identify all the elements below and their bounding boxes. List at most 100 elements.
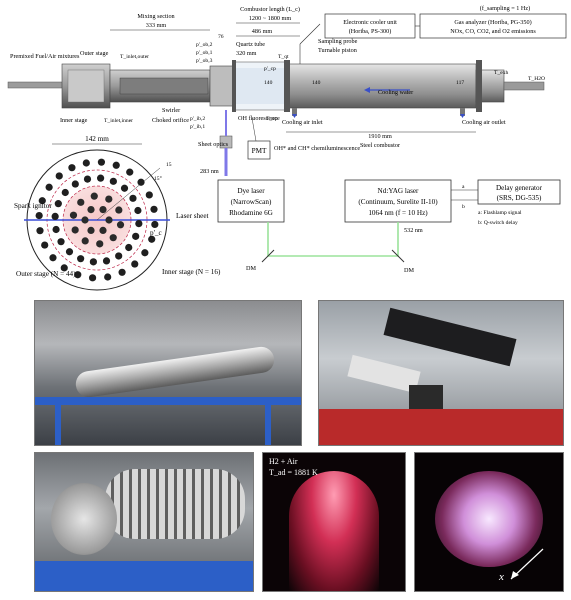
- outer-nozzle: [132, 232, 140, 240]
- air-outlet-port: [460, 108, 465, 116]
- outer-nozzle: [102, 257, 111, 265]
- rig-tube: [74, 345, 276, 399]
- outer-stage-label: Outer stage: [80, 50, 109, 57]
- p-is1-label: p'_ib,1: [190, 124, 205, 130]
- combustor-assembly: [7, 23, 545, 118]
- outer-nozzle: [60, 264, 68, 272]
- ndyag-laser-box: [344, 179, 452, 223]
- photo-injector: [34, 452, 254, 592]
- dm-right-mirror: [391, 249, 405, 263]
- inner-nozzle: [87, 206, 95, 214]
- green-beam: [267, 222, 399, 257]
- laser-controller: [409, 385, 443, 413]
- outer-nozzle: [88, 274, 97, 282]
- gas-analyzer-label: Gas analyzer (Horiba, PG-350): [454, 19, 531, 26]
- outer-nozzle: [104, 273, 112, 281]
- dim-283: 283 nm: [200, 168, 219, 175]
- swirler-block: [209, 65, 235, 107]
- outer-nozzle: [65, 248, 74, 256]
- flame-front-glow: [435, 471, 543, 567]
- dm-left-label: DM: [246, 265, 256, 272]
- dye-laser-dye: Rhodamine 6G: [229, 209, 273, 217]
- laser-sheet-label: Laser sheet: [176, 212, 209, 220]
- inner-nozzle: [109, 234, 117, 242]
- inner-nozzle: [116, 221, 125, 229]
- delay-generator-box: [477, 179, 561, 205]
- inner-nozzle: [105, 216, 113, 224]
- electronic-cooler-label: Electronic cooler unit: [343, 19, 397, 26]
- choked-orifice-label: Choked orifice: [152, 117, 189, 124]
- turnable-piston-label: Turnable piston: [318, 47, 357, 54]
- photo-laser-system: [318, 300, 564, 446]
- outer-nozzle: [89, 258, 97, 266]
- cooling-water-label: Cooling water: [378, 89, 413, 96]
- pmt-label: PMT: [252, 147, 267, 155]
- num-140b: 140: [312, 80, 321, 86]
- ndyag-model: (Continuum, Surelite II-10): [358, 198, 438, 206]
- dm-right-label: DM: [404, 267, 414, 274]
- outer-nozzle: [115, 252, 123, 260]
- outer-nozzle: [109, 177, 117, 185]
- quartz-tube-length: 320 mm: [236, 50, 257, 57]
- diameter-label: 142 mm: [85, 135, 109, 143]
- cooling-water-arrowhead: [364, 87, 370, 93]
- optics-assembly: [219, 110, 271, 176]
- outer-nozzle: [120, 184, 129, 192]
- p-os1-label: p'_ob,1: [196, 50, 213, 56]
- t-h2o-label: T_H2O: [528, 76, 545, 82]
- sampling-probe-connector: [299, 23, 321, 45]
- t-qt-label: T_qt: [278, 54, 289, 60]
- outer-nozzle: [134, 206, 142, 215]
- dim-76: 76: [218, 34, 224, 40]
- delay-b-legend: b: Q-switch delay: [478, 220, 518, 226]
- outer-nozzle: [35, 211, 43, 220]
- quartz-tube-label: Quartz tube: [236, 41, 265, 48]
- delay-generator-model: (SRS, DG-535): [497, 194, 542, 202]
- flame-glow: [289, 471, 379, 591]
- spark-ignitor-label: Spark ignitor: [14, 202, 52, 210]
- flange-1: [284, 60, 290, 112]
- steel-combustor-label: Steel combustor: [360, 142, 400, 149]
- outer-nozzle: [97, 158, 106, 166]
- nozzle-group: [35, 158, 159, 282]
- rig-table: [55, 405, 61, 445]
- oh-fluorescence-label: OH fluorescence: [238, 115, 280, 122]
- p-c-label: p'_c: [150, 229, 162, 237]
- inner-stage-label: Inner stage: [60, 117, 88, 124]
- outer-nozzle: [135, 220, 143, 228]
- inner-nozzle: [90, 192, 98, 200]
- air-outlet-arrow: [460, 114, 465, 118]
- outer-nozzle: [129, 194, 137, 202]
- inner-nozzle: [96, 240, 104, 248]
- outer-nozzle: [83, 175, 92, 183]
- outer-nozzle: [38, 197, 46, 205]
- flange-2: [476, 60, 482, 112]
- t-cp-label: T_cp: [266, 116, 278, 122]
- inner-nozzle: [99, 226, 107, 234]
- outer-nozzle: [126, 168, 134, 176]
- pmt-link: [251, 117, 257, 142]
- dim-532: 532 nm: [404, 227, 423, 234]
- sampling-probe-label: Sampling probe: [318, 38, 358, 45]
- inner-nozzle: [69, 211, 78, 219]
- electronic-cooler-model: (Horiba, PS-300): [349, 28, 392, 35]
- axis-x-label: x: [499, 571, 504, 583]
- outer-nozzle: [77, 255, 85, 263]
- outer-nozzle: [125, 243, 133, 252]
- mixing-core: [119, 77, 209, 95]
- outer-nozzle: [54, 200, 62, 208]
- t-inlet-outer-label: T_inlet,outer: [120, 54, 149, 60]
- t-exh-label: T_exh: [494, 70, 508, 76]
- inner-nozzle: [71, 226, 79, 234]
- dye-laser-title: Dye laser: [237, 187, 265, 195]
- sheet-optics-label: Sheet optics: [198, 141, 229, 148]
- combustor-length-range: 1200 ~ 1800 mm: [249, 15, 292, 22]
- quartz-tube-inner: [236, 68, 284, 104]
- outer-nozzle: [150, 205, 158, 213]
- outer-nozzle: [74, 271, 82, 279]
- mixing-section-label: Mixing section: [137, 13, 174, 20]
- outer-nozzle: [68, 164, 76, 172]
- rig-frame: [35, 397, 301, 405]
